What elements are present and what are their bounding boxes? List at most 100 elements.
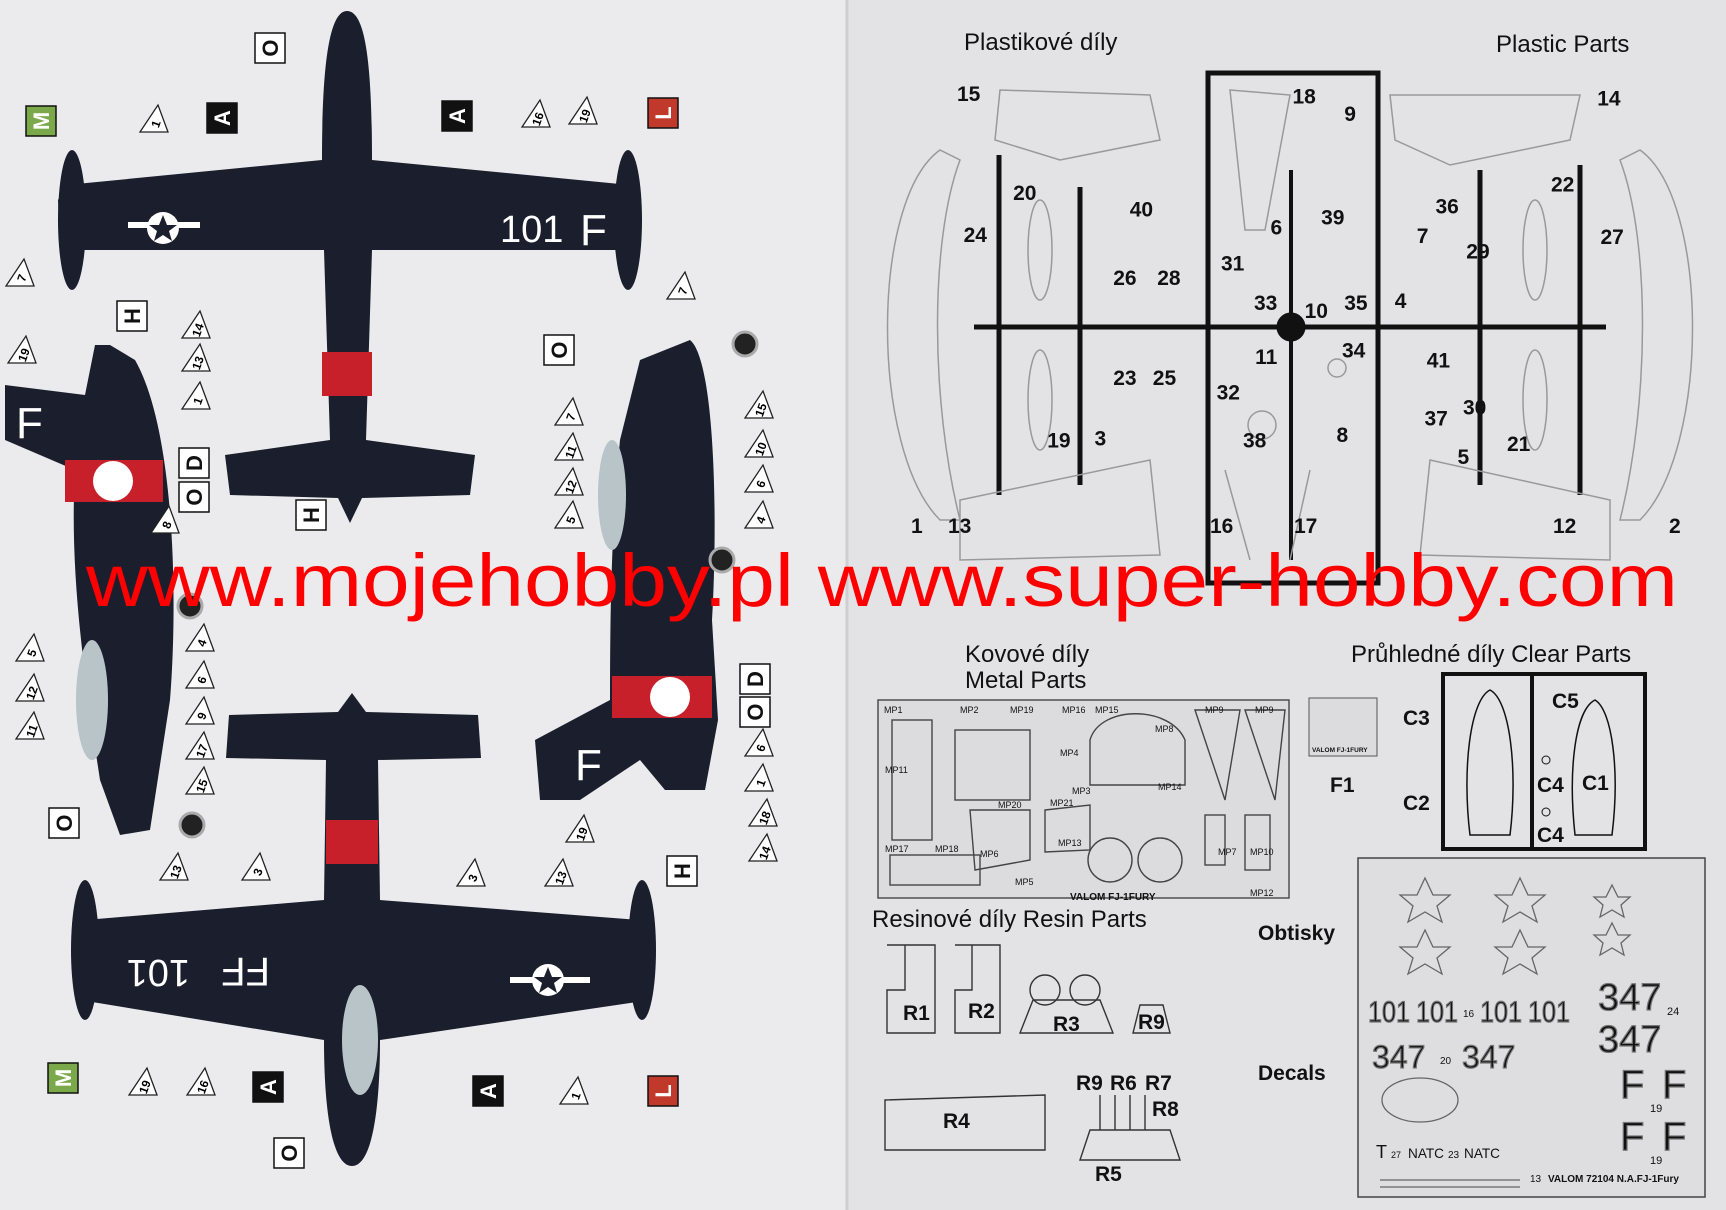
metal-part-label: MP11 [885, 765, 908, 775]
decal-code: 347 [1598, 1019, 1661, 1061]
side-letter: F [575, 741, 602, 790]
callout-triangle: 1 [180, 380, 211, 410]
svg-text:O: O [182, 488, 207, 505]
svg-text:12: 12 [23, 684, 41, 702]
red-band [326, 820, 378, 864]
svg-text:M: M [51, 1069, 76, 1087]
clear-title: Průhledné díly Clear Parts [1351, 641, 1631, 668]
svg-text:3: 3 [465, 872, 481, 883]
top-wing-code: 101 [500, 209, 563, 251]
svg-text:A: A [476, 1083, 501, 1099]
svg-text:O: O [277, 1144, 302, 1161]
bottom-wing-code: 101 [127, 951, 190, 993]
resin-part-label: R6 [1110, 1072, 1137, 1095]
marker-a: A [472, 1075, 504, 1107]
svg-text:13: 13 [167, 863, 185, 881]
svg-text:17: 17 [193, 742, 211, 760]
callout-triangle: 6 [743, 463, 774, 493]
svg-text:O: O [52, 814, 77, 831]
marker-o: O [178, 481, 210, 513]
resin-parts-drawing [884, 944, 1181, 1161]
callout-triangle: 6 [743, 727, 774, 757]
svg-text:16: 16 [194, 1078, 212, 1096]
svg-text:11: 11 [23, 722, 41, 739]
canopy [342, 985, 378, 1095]
callout-triangle: 4 [743, 499, 774, 529]
marker-a: A [206, 102, 238, 134]
decal-code: 101 [1416, 996, 1458, 1029]
callout-triangle: 15 [184, 765, 215, 795]
aircraft-top-view: 101 F [58, 11, 642, 523]
sprue-part-number: 27 [1601, 226, 1624, 249]
marker-o: O [739, 696, 771, 728]
sprue-part-number: 17 [1294, 515, 1317, 538]
svg-text:19: 19 [15, 346, 33, 364]
metal-part-label: MP1 [884, 705, 903, 715]
svg-text:1: 1 [190, 395, 206, 406]
svg-text:H: H [670, 863, 695, 879]
sprue-part-number: 28 [1157, 267, 1181, 290]
sprue-part-number: 9 [1344, 103, 1356, 126]
decals-title-en: Decals [1258, 1062, 1326, 1085]
svg-text:13: 13 [189, 354, 207, 372]
marker-o: O [273, 1137, 305, 1169]
callout-triangle: 1 [138, 103, 169, 133]
f1-fret [1308, 697, 1378, 757]
marker-h: H [666, 855, 698, 887]
clear-sprue [1441, 672, 1647, 851]
callout-triangle: 11 [553, 431, 584, 461]
metal-part-label: MP6 [980, 849, 999, 859]
decal-sheet-label: VALOM 72104 N.A.FJ-1Fury [1548, 1174, 1679, 1185]
decal-code: 347 [1372, 1039, 1425, 1075]
decal-code: 24 [1667, 1006, 1679, 1018]
sprue-part-number: 15 [957, 83, 981, 106]
sprue-part-number: 21 [1507, 433, 1531, 456]
metal-part-label: MP10 [1250, 847, 1274, 857]
sprue-part-number: 30 [1463, 397, 1486, 420]
metal-title-cz: Kovové díly [965, 641, 1089, 668]
aircraft-side-view-right: F [535, 330, 759, 800]
svg-text:5: 5 [563, 514, 579, 525]
sprue-part-number: 34 [1342, 340, 1366, 363]
roundel-icon [128, 212, 200, 244]
callout-triangle: 4 [184, 622, 215, 652]
svg-text:6: 6 [753, 742, 769, 753]
callout-triangle: 19 [127, 1066, 158, 1096]
svg-text:1: 1 [753, 777, 769, 788]
callout-triangle: 16 [520, 98, 551, 128]
resin-part-label: R5 [1095, 1163, 1122, 1186]
svg-text:15: 15 [752, 401, 770, 419]
decal-code: 101 [1528, 996, 1570, 1029]
plastic-sprue [886, 70, 1694, 586]
decal-code: 19 [1650, 1155, 1662, 1167]
decal-code: 101 [1480, 996, 1522, 1029]
decal-code: NATC [1464, 1145, 1500, 1161]
sprue-part-number: 38 [1243, 430, 1267, 453]
callout-triangle: 1 [558, 1075, 589, 1105]
clear-part-label: C3 [1403, 707, 1430, 730]
metal-fret-label: VALOM FJ-1FURY [1070, 892, 1156, 903]
sprue-part-number: 8 [1337, 424, 1349, 447]
svg-text:11: 11 [562, 443, 580, 460]
callout-triangle: 11 [14, 710, 45, 740]
decal-code: F [1662, 1115, 1686, 1159]
sprue-part-number: 2 [1669, 515, 1681, 538]
decal-code: 101 [1368, 996, 1410, 1029]
metal-part-label: MP9 [1205, 705, 1224, 715]
sprue-part-number: 5 [1458, 446, 1470, 469]
svg-text:4: 4 [194, 637, 210, 648]
svg-text:5: 5 [24, 647, 40, 658]
aircraft-side-view-left: F [5, 345, 206, 839]
metal-part-label: MP19 [1010, 705, 1034, 715]
callout-triangle: 13 [543, 857, 574, 887]
marker-h: H [116, 300, 148, 332]
clear-part-label: C4 [1537, 774, 1564, 797]
f1-label: F1 [1330, 774, 1355, 797]
sprue-part-number: 31 [1221, 253, 1245, 276]
clear-part-label: C2 [1403, 792, 1430, 815]
decal-code: F [1662, 1063, 1686, 1107]
marker-a: A [441, 100, 473, 132]
